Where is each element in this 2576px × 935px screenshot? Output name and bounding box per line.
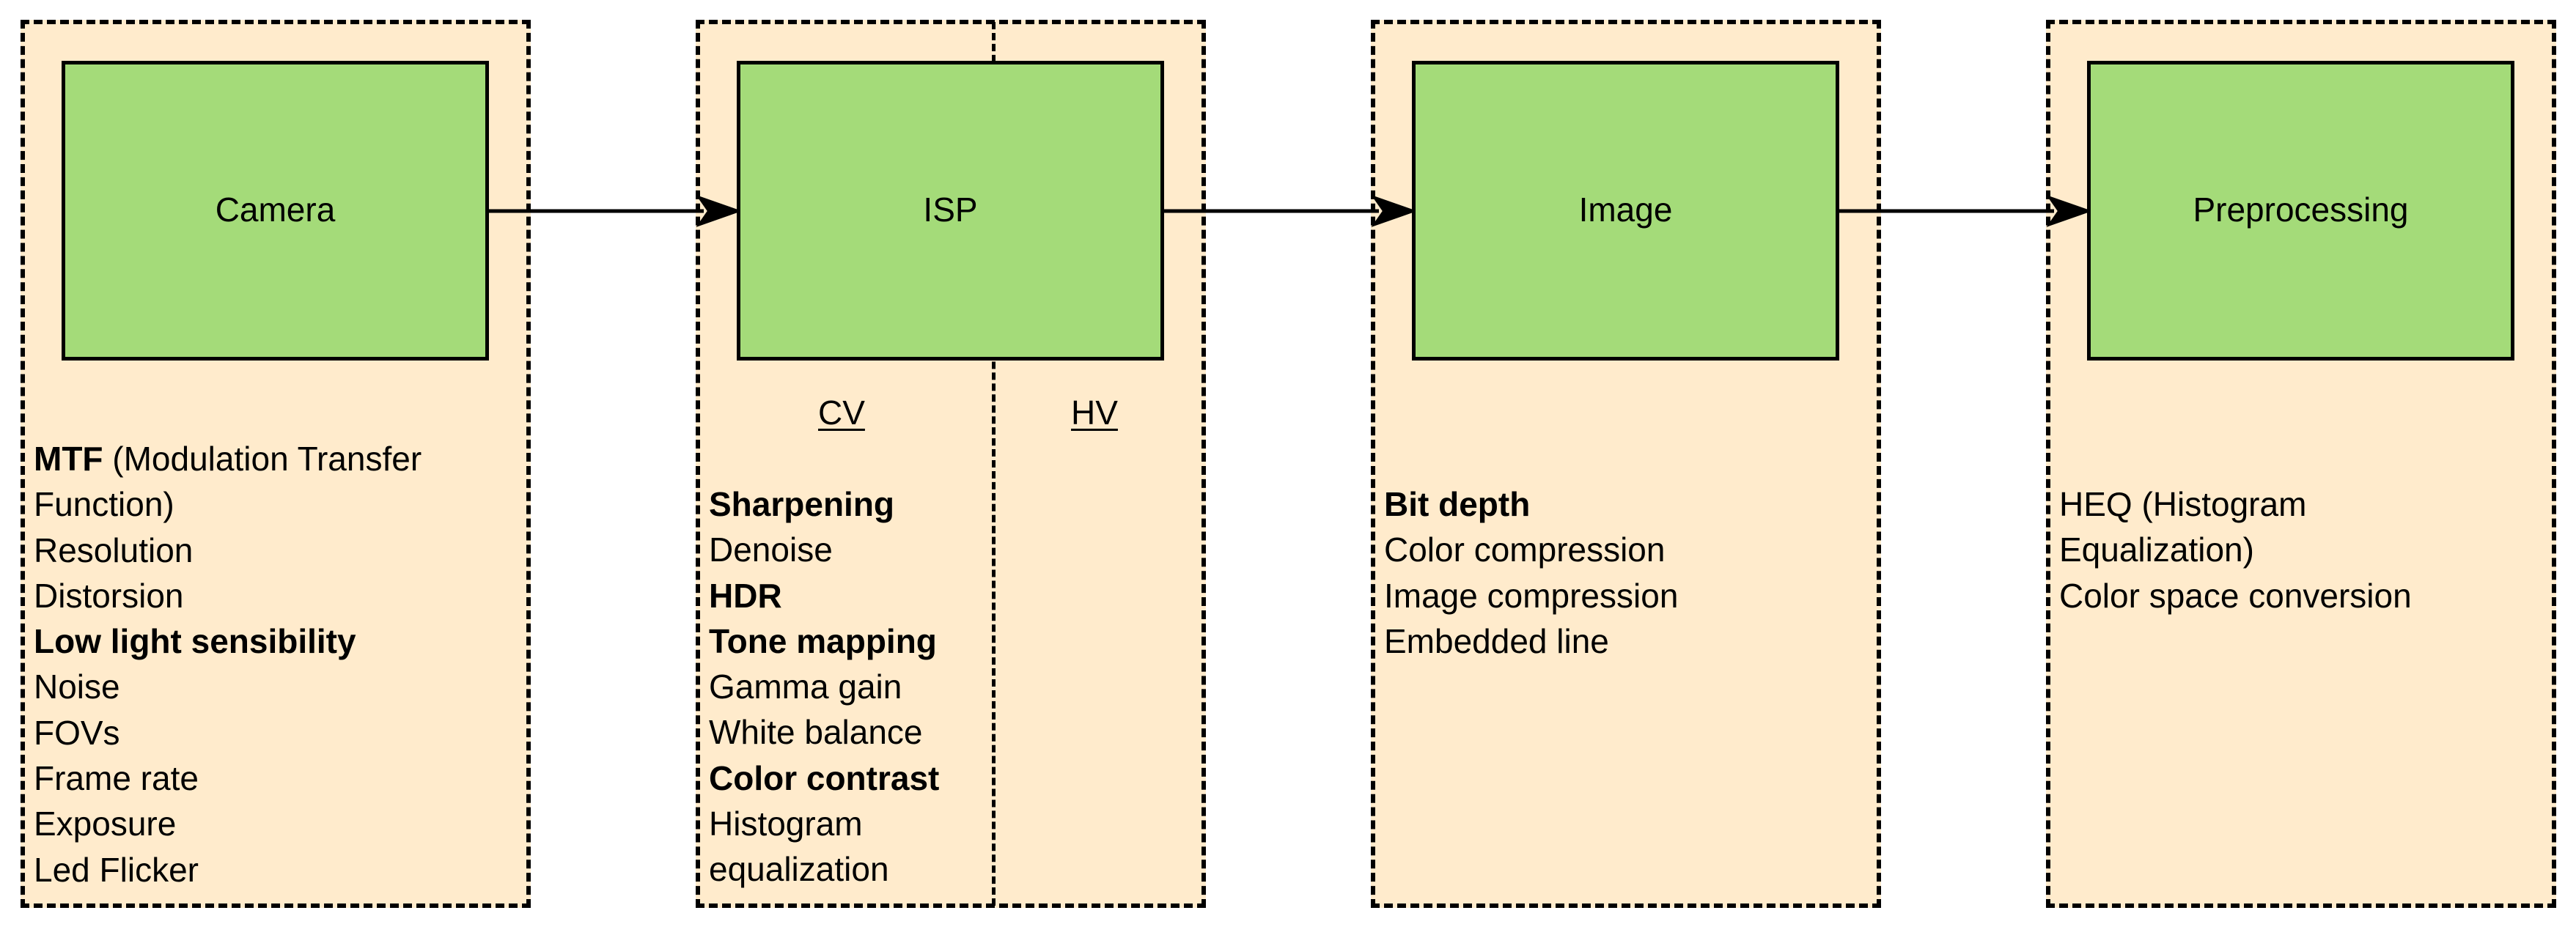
note-item: Histogram — [709, 805, 863, 843]
note-item: FOVs — [34, 713, 120, 752]
isp-label: ISP — [923, 190, 978, 229]
note-item: HEQ (Histogram — [2059, 485, 2307, 523]
mtf-term: MTF — [34, 440, 103, 478]
preprocessing-box[interactable]: Preprocessing — [2087, 61, 2514, 361]
note-item: Color compression — [1384, 531, 1666, 569]
isp-cv-hv-divider — [992, 22, 996, 906]
note-item: Sharpening — [709, 485, 895, 523]
mtf-line: MTF (Modulation Transfer — [34, 436, 503, 481]
note-item: Embedded line — [1384, 621, 1609, 660]
note-item: Color contrast — [709, 758, 940, 797]
note-item: equalization — [709, 850, 889, 889]
note-item: Led Flicker — [34, 850, 199, 889]
image-box[interactable]: Image — [1412, 61, 1839, 361]
cv-column-label: CV — [818, 393, 865, 432]
note-item: Color space conversion — [2059, 576, 2412, 615]
note-item: Tone mapping — [709, 621, 937, 660]
note-item: Exposure — [34, 805, 177, 843]
image-label: Image — [1578, 190, 1673, 229]
note-item: Resolution — [34, 531, 194, 569]
mtf-continuation: Function) — [34, 485, 174, 524]
note-item: Bit depth — [1384, 485, 1531, 523]
note-item: White balance — [709, 713, 923, 752]
mtf-description: (Modulation Transfer — [103, 440, 422, 478]
note-item: Gamma gain — [709, 668, 902, 706]
preprocessing-label: Preprocessing — [2193, 190, 2409, 229]
isp-box[interactable]: ISP — [737, 61, 1164, 361]
note-item: Low light sensibility — [34, 622, 356, 661]
note-item: Denoise — [709, 531, 833, 569]
hv-column-label: HV — [1071, 393, 1118, 432]
note-item: HDR — [709, 576, 782, 615]
note-item: Distorsion — [34, 576, 184, 615]
note-item: Frame rate — [34, 759, 199, 798]
camera-notes: MTF (Modulation Transfer Function) Resol… — [34, 436, 503, 892]
note-item: Equalization) — [2059, 531, 2254, 569]
note-item: Image compression — [1384, 576, 1679, 615]
camera-box[interactable]: Camera — [62, 61, 489, 361]
note-item: Noise — [34, 668, 120, 706]
camera-label: Camera — [215, 190, 336, 229]
